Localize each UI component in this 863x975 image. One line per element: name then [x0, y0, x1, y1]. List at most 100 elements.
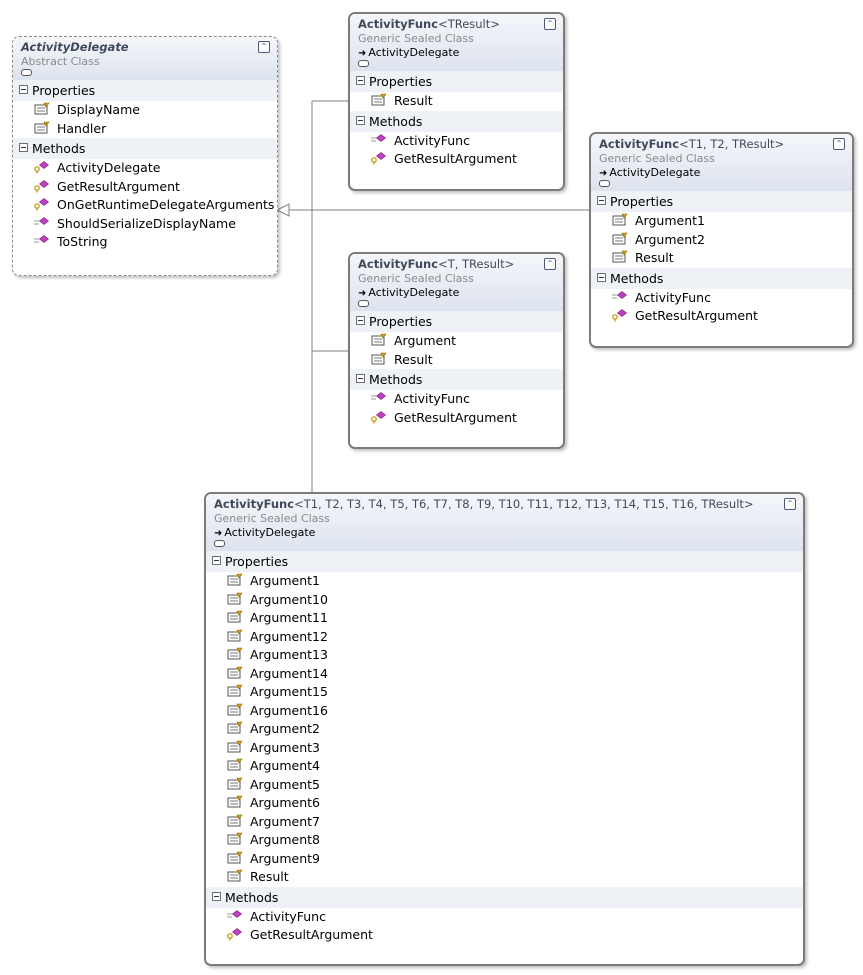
interface-lollipop-icon — [599, 180, 610, 187]
collapse-toggle-icon[interactable] — [356, 115, 365, 125]
member-argument[interactable]: Argument — [350, 332, 563, 351]
member-argument4[interactable]: Argument4 — [206, 757, 803, 776]
property-icon — [611, 232, 629, 246]
collapse-chevron-icon[interactable]: ⌃ — [544, 18, 556, 30]
interface-lollipop-icon — [214, 540, 225, 547]
member-shouldserializedisplayname[interactable]: ShouldSerializeDisplayName — [13, 215, 277, 234]
member-argument6[interactable]: Argument6 — [206, 794, 803, 813]
method-icon — [226, 909, 244, 923]
member-argument11[interactable]: Argument11 — [206, 609, 803, 628]
member-argument16[interactable]: Argument16 — [206, 702, 803, 721]
section-header[interactable]: Methods — [206, 886, 803, 908]
collapse-chevron-icon[interactable]: ⌃ — [544, 258, 556, 270]
method-icon — [33, 216, 51, 230]
member-activityfunc[interactable]: ActivityFunc — [591, 289, 852, 308]
section-methods: Methods ActivityFunc GetResultArgument — [591, 267, 852, 326]
collapse-chevron-icon[interactable]: ⌃ — [833, 138, 845, 150]
member-result[interactable]: Result — [206, 868, 803, 887]
section-header[interactable]: Properties — [591, 191, 852, 212]
property-icon — [226, 777, 244, 791]
class-name: ActivityFunc<T1, T2, T3, T4, T5, T6, T7,… — [214, 497, 754, 511]
interface-lollipop-icon — [358, 300, 369, 307]
interface-lollipop-icon — [358, 60, 369, 67]
member-argument15[interactable]: Argument15 — [206, 683, 803, 702]
member-argument1[interactable]: Argument1 — [206, 572, 803, 591]
section-methods: Methods ActivityFunc GetResultArgument — [206, 886, 803, 945]
class-header: ActivityFunc<T1, T2, TResult> Generic Se… — [591, 134, 852, 191]
member-argument13[interactable]: Argument13 — [206, 646, 803, 665]
class-name: ActivityDelegate — [21, 40, 129, 54]
section-header[interactable]: Methods — [350, 369, 563, 390]
inherits-arrow-icon: ➜ — [599, 168, 608, 179]
collapse-toggle-icon[interactable] — [356, 76, 365, 85]
class-base: ➜ActivityDelegate — [358, 46, 460, 59]
member-tostring[interactable]: ToString — [13, 233, 277, 252]
member-activityfunc[interactable]: ActivityFunc — [206, 908, 803, 927]
section-properties: Properties Result — [350, 71, 563, 111]
inheritance-arrowhead — [275, 203, 290, 217]
member-result[interactable]: Result — [350, 92, 563, 111]
member-argument2[interactable]: Argument2 — [206, 720, 803, 739]
member-argument10[interactable]: Argument10 — [206, 591, 803, 610]
member-getresultargument[interactable]: GetResultArgument — [206, 926, 803, 945]
section-header[interactable]: Methods — [350, 110, 563, 132]
collapse-toggle-icon[interactable] — [19, 85, 28, 94]
member-argument1[interactable]: Argument1 — [591, 212, 852, 231]
section-header[interactable]: Properties — [13, 80, 277, 101]
collapse-toggle-icon[interactable] — [597, 196, 606, 205]
method-icon — [370, 133, 388, 147]
member-getresultargument[interactable]: GetResultArgument — [591, 307, 852, 326]
protected-method-icon — [33, 160, 51, 174]
protected-method-icon — [370, 410, 388, 424]
member-result[interactable]: Result — [350, 351, 563, 370]
property-icon — [226, 592, 244, 606]
member-result[interactable]: Result — [591, 249, 852, 268]
property-icon — [226, 703, 244, 717]
member-activitydelegate[interactable]: ActivityDelegate — [13, 159, 277, 178]
member-activityfunc[interactable]: ActivityFunc — [350, 132, 563, 151]
property-icon — [226, 814, 244, 828]
section-header[interactable]: Properties — [350, 71, 563, 92]
class-activity-func-t-tresult[interactable]: ActivityFunc<T, TResult> Generic Sealed … — [348, 252, 565, 449]
member-argument8[interactable]: Argument8 — [206, 831, 803, 850]
member-argument7[interactable]: Argument7 — [206, 813, 803, 832]
collapse-chevron-icon[interactable]: ⌃ — [784, 498, 796, 510]
section-header[interactable]: Properties — [206, 551, 803, 572]
member-getresultargument[interactable]: GetResultArgument — [13, 178, 277, 197]
method-icon — [370, 391, 388, 405]
property-icon — [611, 250, 629, 264]
member-argument14[interactable]: Argument14 — [206, 665, 803, 684]
collapse-toggle-icon[interactable] — [212, 891, 221, 901]
member-handler[interactable]: Handler — [13, 120, 277, 139]
member-argument9[interactable]: Argument9 — [206, 850, 803, 869]
collapse-toggle-icon[interactable] — [212, 556, 221, 565]
inherits-arrow-icon: ➜ — [214, 528, 223, 539]
member-getresultargument[interactable]: GetResultArgument — [350, 150, 563, 169]
collapse-toggle-icon[interactable] — [356, 374, 365, 383]
collapse-toggle-icon[interactable] — [19, 143, 28, 152]
member-displayname[interactable]: DisplayName — [13, 101, 277, 120]
class-activity-func-tresult[interactable]: ActivityFunc<TResult> Generic Sealed Cla… — [348, 12, 565, 191]
section-header[interactable]: Methods — [591, 267, 852, 289]
member-getresultargument[interactable]: GetResultArgument — [350, 409, 563, 428]
property-icon — [226, 758, 244, 772]
member-argument5[interactable]: Argument5 — [206, 776, 803, 795]
class-activity-func-t1-t2-tresult[interactable]: ActivityFunc<T1, T2, TResult> Generic Se… — [589, 132, 854, 348]
member-argument2[interactable]: Argument2 — [591, 231, 852, 250]
member-activityfunc[interactable]: ActivityFunc — [350, 390, 563, 409]
section-header[interactable]: Methods — [13, 138, 277, 159]
member-argument3[interactable]: Argument3 — [206, 739, 803, 758]
section-properties: Properties Argument1 Argument10 Argument… — [206, 551, 803, 887]
collapse-chevron-icon[interactable]: ⌃ — [258, 41, 270, 53]
class-kind: Generic Sealed Class — [358, 32, 474, 45]
class-activity-func-t16-tresult[interactable]: ActivityFunc<T1, T2, T3, T4, T5, T6, T7,… — [204, 492, 805, 966]
member-ongetruntimedelegatearguments[interactable]: OnGetRuntimeDelegateArguments — [13, 196, 277, 215]
member-argument12[interactable]: Argument12 — [206, 628, 803, 647]
property-icon — [226, 629, 244, 643]
property-icon — [226, 740, 244, 754]
protected-method-icon — [226, 927, 244, 941]
collapse-toggle-icon[interactable] — [597, 272, 606, 282]
collapse-toggle-icon[interactable] — [356, 316, 365, 325]
class-activity-delegate[interactable]: ActivityDelegate Abstract Class ⌃ Proper… — [12, 36, 278, 276]
section-header[interactable]: Properties — [350, 311, 563, 332]
